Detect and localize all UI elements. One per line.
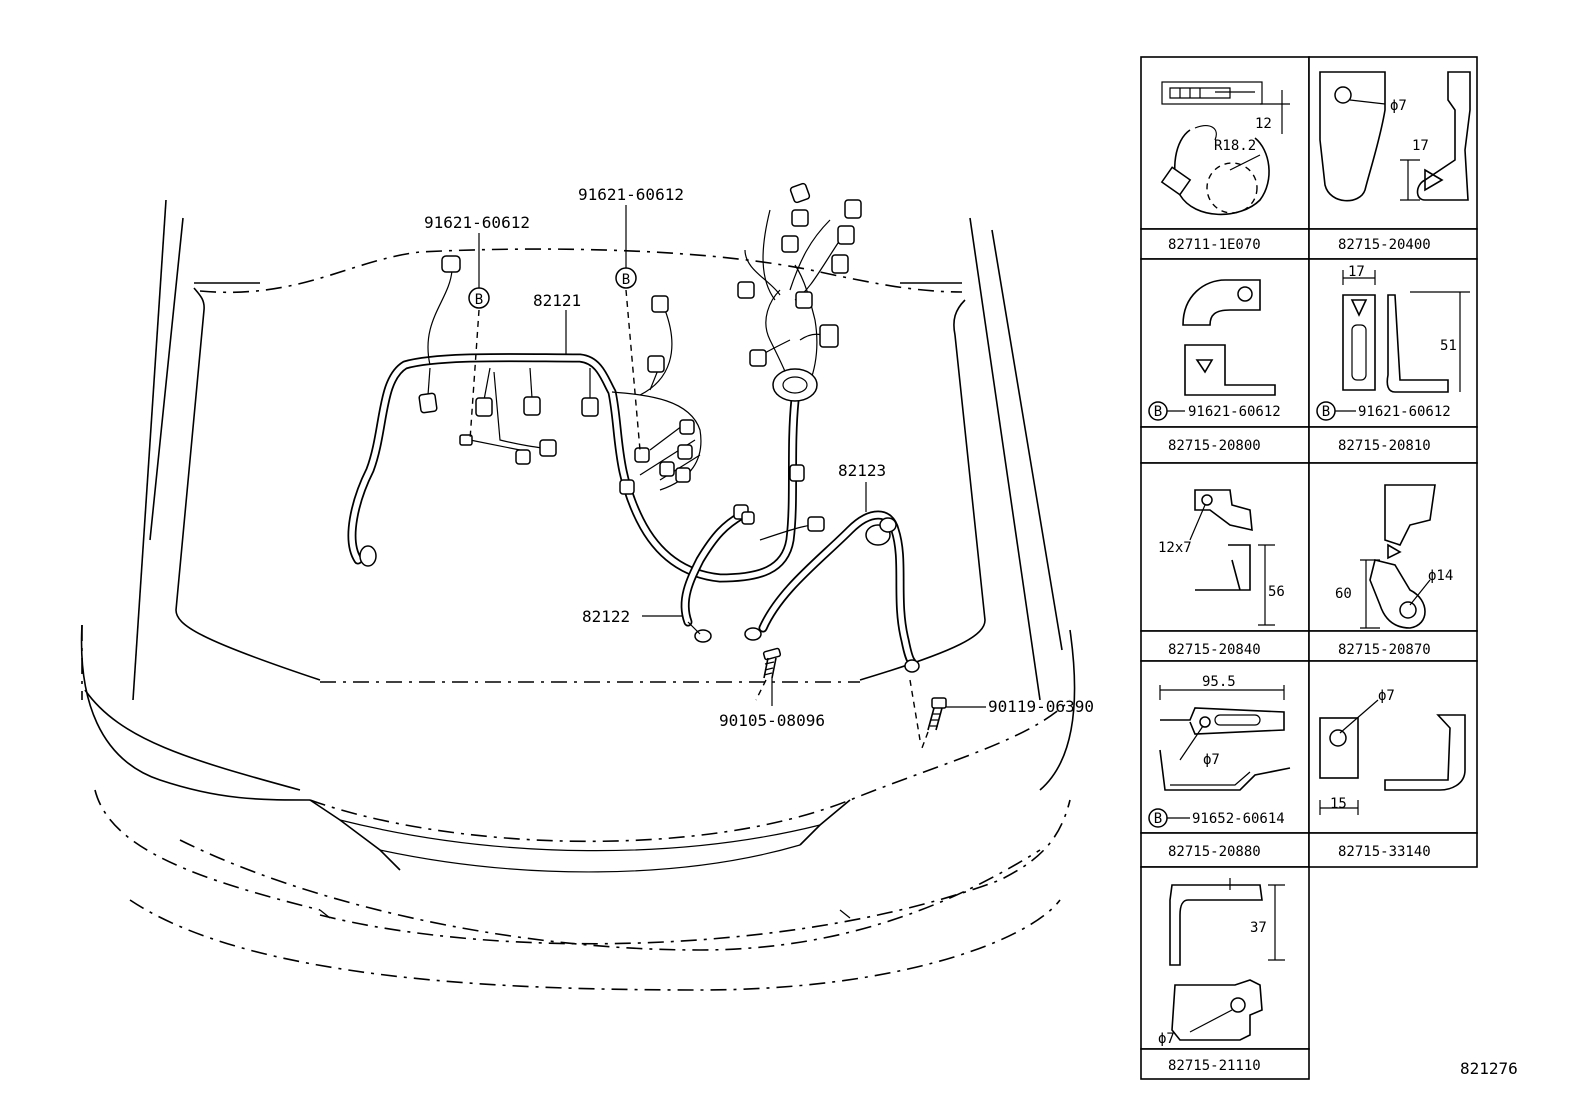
b-marker-20810: B	[1322, 404, 1330, 420]
dim-60: 60	[1335, 586, 1352, 602]
dim-r18-2: R18.2	[1214, 138, 1256, 154]
bolt-90105-08096	[755, 647, 782, 701]
dim-95-5: 95.5	[1202, 674, 1236, 690]
part-cell-82715-20800: B 91621-60612 82715-20800	[1148, 279, 1281, 454]
callout-label-82121: 82121	[533, 291, 581, 310]
callout-label-91621-mid: 91621-60612	[578, 185, 684, 204]
part-cell-82715-33140: ϕ7 15 82715-33140	[1319, 688, 1466, 860]
callout-label-82123: 82123	[838, 461, 886, 480]
part-number-82711-1e070: 82711-1E070	[1168, 237, 1261, 253]
part-number-82715-20400: 82715-20400	[1338, 237, 1431, 253]
callout-label-90105: 90105-08096	[719, 711, 825, 730]
part-number-82715-33140: 82715-33140	[1338, 844, 1431, 860]
part-cell-82715-20880: 95.5 ϕ7 B 91652-60614 82715-20880	[1148, 674, 1291, 860]
harness-82121	[347, 182, 862, 583]
callout-bolt-right: 90119-06390	[946, 697, 1094, 716]
part-number-82715-20840: 82715-20840	[1168, 642, 1261, 658]
vehicle-outline	[80, 199, 1076, 991]
dim-12x7: 12x7	[1158, 540, 1192, 556]
callout-bolt-b-left: B 91621-60612	[424, 213, 530, 441]
bolt-number-20880: 91652-60614	[1192, 811, 1285, 827]
dim-phi7c: ϕ7	[1378, 688, 1395, 704]
bolt-90119-06390	[909, 679, 947, 749]
harness-82123	[744, 510, 920, 673]
callout-label-91621-left: 91621-60612	[424, 213, 530, 232]
dim-phi7b: ϕ7	[1203, 752, 1220, 768]
dim-15: 15	[1330, 796, 1347, 812]
callout-harness-82123: 82123	[838, 461, 886, 512]
part-number-82715-21110: 82715-21110	[1168, 1058, 1261, 1074]
dim-37: 37	[1250, 920, 1267, 936]
figure-id: 821276	[1460, 1059, 1518, 1078]
part-cell-82715-21110: 37 ϕ7 82715-21110	[1158, 878, 1285, 1074]
harness-82122	[680, 504, 755, 643]
dim-17b: 17	[1348, 264, 1365, 280]
dim-56: 56	[1268, 584, 1285, 600]
b-marker-20800: B	[1154, 404, 1162, 420]
bolt-number-20810: 91621-60612	[1358, 404, 1451, 420]
bolt-number-20800: 91621-60612	[1188, 404, 1281, 420]
callout-harness-82121: 82121	[533, 291, 581, 354]
parts-table	[1140, 56, 1478, 1080]
part-number-82715-20880: 82715-20880	[1168, 844, 1261, 860]
part-cell-82715-20840: 12x7 56 82715-20840	[1158, 489, 1285, 658]
dim-51: 51	[1440, 338, 1457, 354]
part-number-82715-20870: 82715-20870	[1338, 642, 1431, 658]
part-cell-82715-20400: ϕ7 17 82715-20400	[1319, 71, 1471, 253]
part-number-82715-20800: 82715-20800	[1168, 438, 1261, 454]
b-marker-20880: B	[1154, 811, 1162, 827]
part-cell-82715-20870: ϕ14 60 82715-20870	[1335, 484, 1453, 658]
part-cell-82711-1e070: 12 R18.2 82711-1E070	[1160, 81, 1290, 253]
callout-label-82122: 82122	[582, 607, 630, 626]
part-number-82715-20810: 82715-20810	[1338, 438, 1431, 454]
dim-12: 12	[1255, 116, 1272, 132]
callout-harness-82122: 82122	[582, 607, 682, 626]
callout-bolt-front: 90105-08096	[719, 678, 825, 730]
dim-17: 17	[1412, 138, 1429, 154]
b-marker-mid: B	[622, 272, 630, 288]
dim-phi14: ϕ14	[1428, 568, 1453, 584]
callout-label-90119: 90119-06390	[988, 697, 1094, 716]
b-marker-left: B	[475, 292, 483, 308]
callout-bolt-b-mid: B 91621-60612	[578, 185, 684, 451]
dim-phi7: ϕ7	[1390, 98, 1407, 114]
part-cell-82715-20810: 17 51 B 91621-60612 82715-20810	[1316, 264, 1470, 454]
dim-phi7d: ϕ7	[1158, 1031, 1175, 1047]
